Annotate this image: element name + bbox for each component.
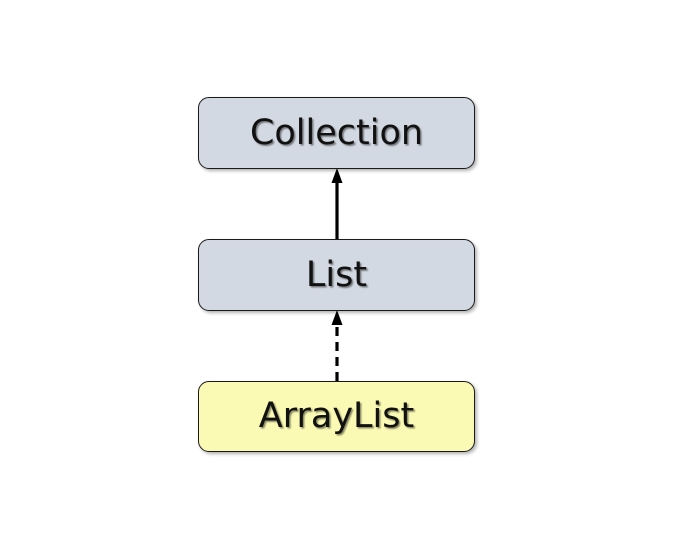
node-arraylist-label: ArrayList — [258, 396, 415, 436]
node-arraylist[interactable]: ArrayList — [198, 381, 475, 452]
node-list[interactable]: List — [198, 239, 475, 311]
node-list-label: List — [305, 254, 368, 295]
connector-list-to-collection — [331, 168, 343, 239]
connector-arraylist-to-list — [331, 310, 343, 381]
solid-arrowhead-icon — [331, 168, 343, 183]
node-collection-label: Collection — [249, 112, 424, 153]
dashed-arrowhead-icon — [331, 310, 343, 325]
node-collection[interactable]: Collection — [198, 97, 475, 169]
